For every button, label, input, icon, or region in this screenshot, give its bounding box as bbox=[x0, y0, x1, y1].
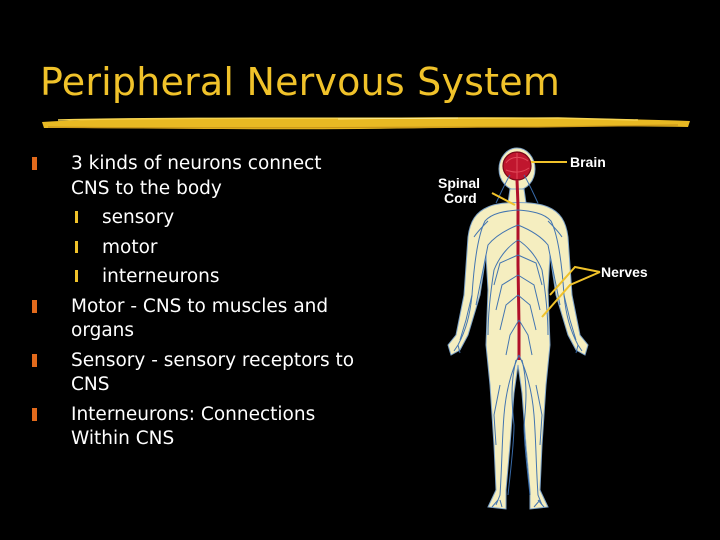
spinal-cord-pointer-line bbox=[491, 192, 516, 206]
sub-bullet-text: interneurons bbox=[102, 266, 220, 287]
sub-bullet-item: motor bbox=[30, 236, 360, 261]
human-body-nervous-system-illustration bbox=[447, 147, 601, 510]
slide-title: Peripheral Nervous System bbox=[40, 60, 561, 104]
nerves-pointer-line-1 bbox=[549, 265, 601, 296]
cord-label-line2: Cord bbox=[444, 190, 477, 206]
sub-bullet-text: motor bbox=[102, 236, 158, 258]
nervous-system-figure: Brain Spinal Cord Nerves bbox=[430, 145, 700, 530]
brain-label: Brain bbox=[570, 154, 606, 170]
orange-bar-bullet-icon bbox=[32, 353, 37, 367]
bullet-text: Interneurons: Connections Within CNS bbox=[71, 403, 316, 450]
bullet-text: Motor - CNS to muscles and organs bbox=[71, 295, 329, 342]
bullet-item: 3 kinds of neurons connect CNS to the bo… bbox=[30, 152, 360, 201]
orange-bar-bullet-icon bbox=[32, 299, 37, 313]
bullet-list: 3 kinds of neurons connect CNS to the bo… bbox=[30, 152, 360, 457]
yellow-bar-bullet-icon bbox=[75, 270, 78, 282]
orange-bar-bullet-icon bbox=[32, 157, 37, 170]
orange-bar-bullet-icon bbox=[32, 407, 37, 421]
bullet-text: 3 kinds of neurons connect CNS to the bo… bbox=[71, 153, 322, 199]
sub-bullet-item: interneurons bbox=[30, 265, 360, 290]
sub-bullet-item: sensory bbox=[30, 206, 360, 231]
nerves-pointer-line-2 bbox=[541, 271, 601, 318]
nerves-label: Nerves bbox=[601, 264, 648, 280]
spinal-label-line1: Spinal bbox=[438, 175, 481, 191]
bullet-text: Sensory - sensory receptors to CNS bbox=[71, 349, 355, 396]
yellow-bar-bullet-icon bbox=[75, 240, 78, 253]
bullet-item: Sensory - sensory receptors to CNS bbox=[30, 349, 360, 398]
bullet-item: Motor - CNS to muscles and organs bbox=[30, 295, 360, 344]
sub-bullet-text: sensory bbox=[102, 207, 175, 228]
yellow-bar-bullet-icon bbox=[75, 211, 78, 223]
bullet-item: Interneurons: Connections Within CNS bbox=[30, 403, 360, 452]
title-underline-brushstroke bbox=[42, 117, 690, 130]
